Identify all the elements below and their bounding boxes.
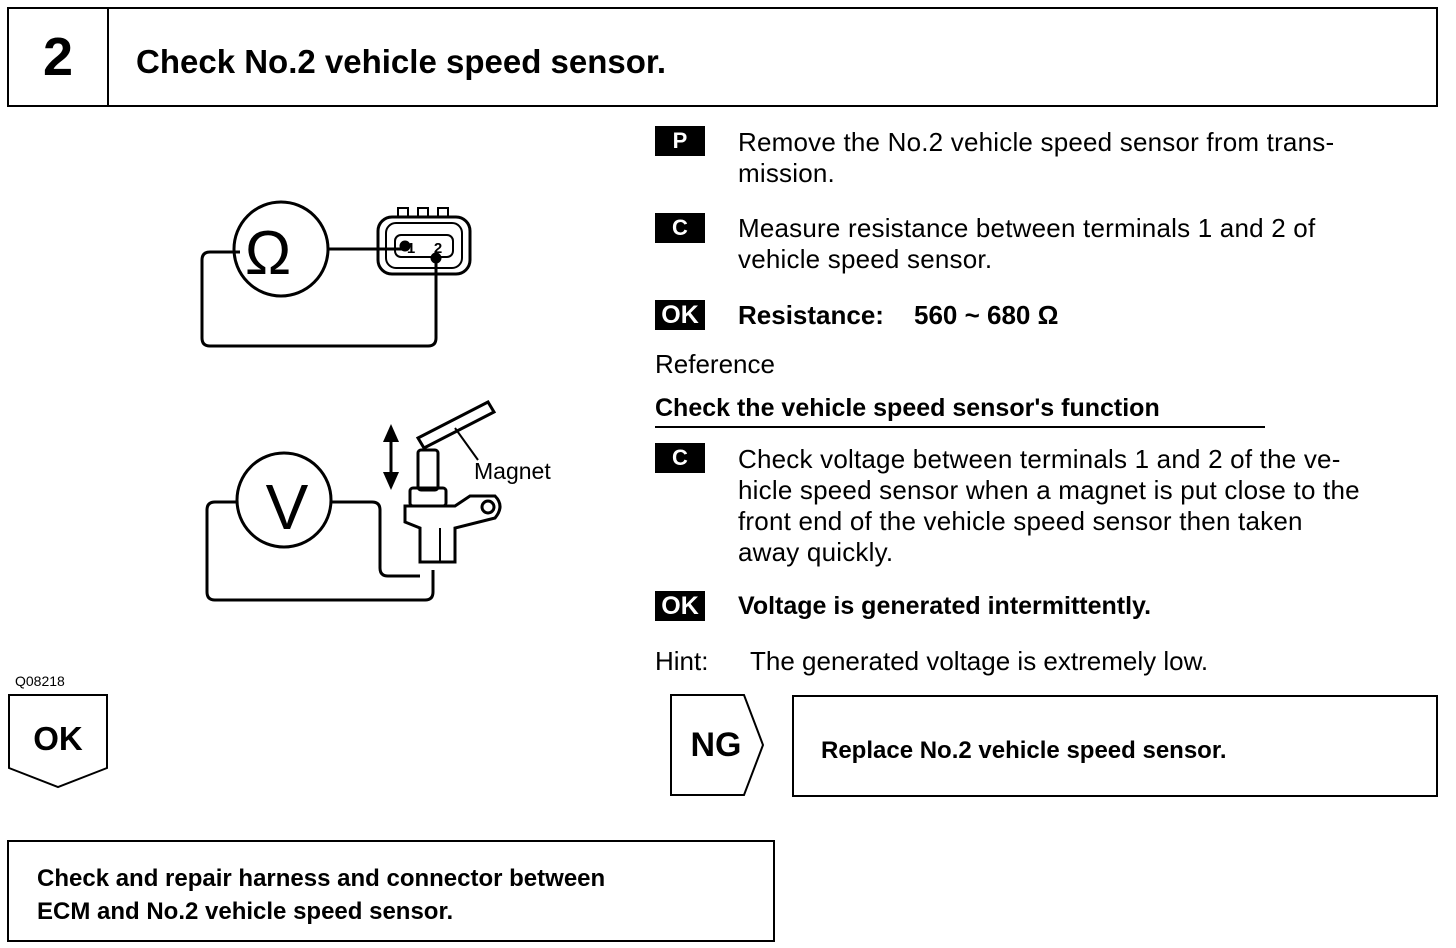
reference-heading-underline (655, 426, 1265, 428)
sensor-test-diagram: Ω 1 2 V Magnet (200, 200, 551, 602)
voltmeter-circuit (205, 400, 502, 602)
reference-heading: Check the vehicle speed sensor's functio… (655, 394, 1160, 422)
step-c-line-2: vehicle speed sensor. (738, 244, 993, 274)
ng-flow-box (670, 694, 765, 796)
tag-c: C (655, 213, 705, 243)
ok-flow-label: OK (33, 720, 83, 757)
ohmmeter-circuit (200, 200, 472, 348)
ok-action-box: Check and repair harness and connector b… (7, 840, 775, 942)
tag-c-voltage: C (655, 443, 705, 473)
voltage-check-line-3: front end of the vehicle speed sensor th… (738, 506, 1303, 536)
step-header: 2 Check No.2 vehicle speed sensor. (7, 7, 1438, 107)
step-c-text: Measure resistance between terminals 1 a… (738, 213, 1438, 275)
step-number: 2 (9, 9, 109, 105)
voltage-check-line-1: Check voltage between terminals 1 and 2 … (738, 444, 1341, 474)
tag-p: P (655, 126, 705, 156)
step-p-line-1: Remove the No.2 vehicle speed sensor fro… (738, 127, 1335, 157)
resistance-value: 560 ~ 680 Ω (914, 300, 1059, 330)
terminal-1-label: 1 (407, 240, 415, 257)
ng-action-text: Replace No.2 vehicle speed sensor. (821, 737, 1227, 764)
ok-action-text: Check and repair harness and connector b… (37, 862, 605, 928)
connector-icon (376, 215, 472, 276)
step-p-text: Remove the No.2 vehicle speed sensor fro… (738, 127, 1438, 189)
volt-symbol: V (266, 471, 309, 543)
resistance-label: Resistance: (738, 300, 884, 330)
voltmeter-icon (235, 451, 333, 549)
ok-action-line-1: Check and repair harness and connector b… (37, 865, 606, 892)
up-down-arrow-icon (383, 424, 399, 490)
ok-flow-box (8, 694, 108, 789)
terminal-2-label: 2 (434, 240, 442, 257)
voltage-check-line-2: hicle speed sensor when a magnet is put … (738, 475, 1360, 505)
step-title: Check No.2 vehicle speed sensor. (136, 43, 667, 80)
hint-text: The generated voltage is extremely low. (750, 646, 1209, 676)
step-c-line-1: Measure resistance between terminals 1 a… (738, 213, 1316, 243)
ng-flow-label: NG (690, 726, 742, 764)
magnet-label: Magnet (474, 458, 551, 484)
tag-ok-voltage: OK (655, 591, 705, 621)
voltage-check-text: Check voltage between terminals 1 and 2 … (738, 444, 1438, 568)
reference-label: Reference (655, 349, 775, 379)
speed-sensor-icon (416, 448, 440, 492)
voltage-ok-text: Voltage is generated intermittently. (738, 592, 1152, 620)
ohm-symbol: Ω (245, 219, 291, 288)
hint-label: Hint: (655, 646, 709, 676)
step-p-line-2: mission. (738, 158, 835, 188)
figure-code: Q08218 (15, 673, 65, 689)
ng-action-box: Replace No.2 vehicle speed sensor. (792, 695, 1438, 797)
ok-action-line-2: ECM and No.2 vehicle speed sensor. (37, 898, 454, 925)
magnet-icon (415, 400, 497, 450)
tag-ok-resistance: OK (655, 300, 705, 330)
voltage-check-line-4: away quickly. (738, 537, 894, 567)
